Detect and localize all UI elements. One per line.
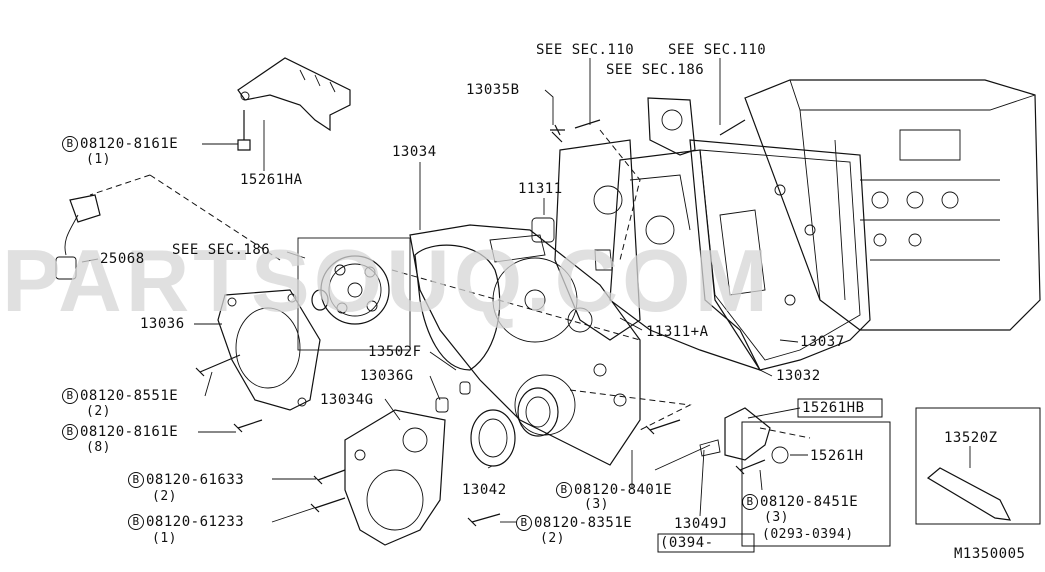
bolt-part-number: 08120-61233: [146, 514, 245, 530]
bolt-range-b8: (0293-0394): [762, 527, 854, 542]
box-15261H: [741, 421, 891, 547]
dashed-lines: [89, 129, 811, 439]
oil-seals: [435, 381, 559, 467]
bolt-symbol-icon: B: [128, 514, 144, 530]
engine-block-drawing: [744, 79, 1041, 331]
label-11311A[interactable]: 11311+A: [646, 324, 709, 340]
bolt-part-number: 08120-8451E: [760, 494, 859, 510]
cam-gear: [297, 237, 411, 351]
label-13049J[interactable]: 13049J: [674, 516, 728, 532]
bolt-qty-b2: (2): [86, 404, 111, 419]
bolts-graphics: [195, 110, 766, 527]
bolt-symbol-icon: B: [62, 388, 78, 404]
label-15261HA[interactable]: 15261HA: [240, 172, 303, 188]
label-see-sec-110-a[interactable]: SEE SEC.110: [536, 42, 635, 58]
label-see-sec-186-left[interactable]: SEE SEC.186: [172, 242, 271, 258]
bolt-qty-b7: (3): [584, 497, 609, 512]
bolt-symbol-icon: B: [62, 136, 78, 152]
bolt-qty-b3: (8): [86, 440, 111, 455]
label-15261H[interactable]: 15261H: [810, 448, 864, 464]
bolt-part-number: 08120-8351E: [534, 515, 633, 531]
label-see-sec-110-b[interactable]: SEE SEC.110: [668, 42, 767, 58]
bracket-15261HA: [237, 57, 351, 132]
label-13036G[interactable]: 13036G: [360, 368, 414, 384]
bolt-part-number: 08120-8161E: [80, 136, 179, 152]
label-25068[interactable]: 25068: [100, 251, 145, 267]
bolt-part-number: 08120-8551E: [80, 388, 179, 404]
housing-13034G: [344, 409, 446, 546]
gasket-13037: [609, 149, 762, 372]
bolt-part-number: 08120-8401E: [574, 482, 673, 498]
diagram-code: M1350005: [954, 546, 1026, 562]
cover-housing: [414, 244, 501, 371]
label-13049J-range: (0394-: [660, 535, 714, 551]
label-13036[interactable]: 13036: [140, 316, 185, 332]
gasket-sec186: [647, 97, 696, 156]
box-15261HB: [797, 398, 883, 418]
label-13502F[interactable]: 13502F: [368, 344, 422, 360]
watermark: PARTSOUQ.COM: [2, 231, 772, 330]
bolt-qty-b6: (2): [540, 531, 565, 546]
label-11311[interactable]: 11311: [518, 181, 563, 197]
box-13049J-range: [657, 533, 755, 553]
bolt-symbol-icon: B: [556, 482, 572, 498]
label-13032[interactable]: 13032: [776, 368, 821, 384]
bolt-symbol-icon: B: [128, 472, 144, 488]
bolt-symbol-icon: B: [62, 424, 78, 440]
label-13035B[interactable]: 13035B: [466, 82, 520, 98]
bolt-qty-b8: (3): [764, 510, 789, 525]
bolt-part-number: 08120-61633: [146, 472, 245, 488]
sealant-box: [915, 407, 1041, 525]
timing-cover-13034: [409, 224, 641, 466]
sealant-tube: [926, 467, 1012, 521]
label-15261HB[interactable]: 15261HB: [802, 400, 865, 416]
bolt-part-number: 08120-8161E: [80, 424, 179, 440]
label-13034[interactable]: 13034: [392, 144, 437, 160]
bracket-15261HB: [654, 407, 789, 471]
label-13037[interactable]: 13037: [800, 334, 845, 350]
bolt-qty-b1: (1): [86, 152, 111, 167]
label-13042[interactable]: 13042: [462, 482, 507, 498]
front-plate-11311: [531, 139, 641, 341]
bolt-qty-b4: (2): [152, 489, 177, 504]
sensor-25068: [55, 194, 101, 280]
back-plate-13036: [217, 289, 321, 411]
bolt-symbol-icon: B: [742, 494, 758, 510]
label-13034G[interactable]: 13034G: [320, 392, 374, 408]
leader-lines: [81, 58, 971, 523]
bolt-symbol-icon: B: [516, 515, 532, 531]
label-see-sec-186-top[interactable]: SEE SEC.186: [606, 62, 705, 78]
label-13520Z[interactable]: 13520Z: [944, 430, 998, 446]
bolt-qty-b5: (1): [152, 531, 177, 546]
